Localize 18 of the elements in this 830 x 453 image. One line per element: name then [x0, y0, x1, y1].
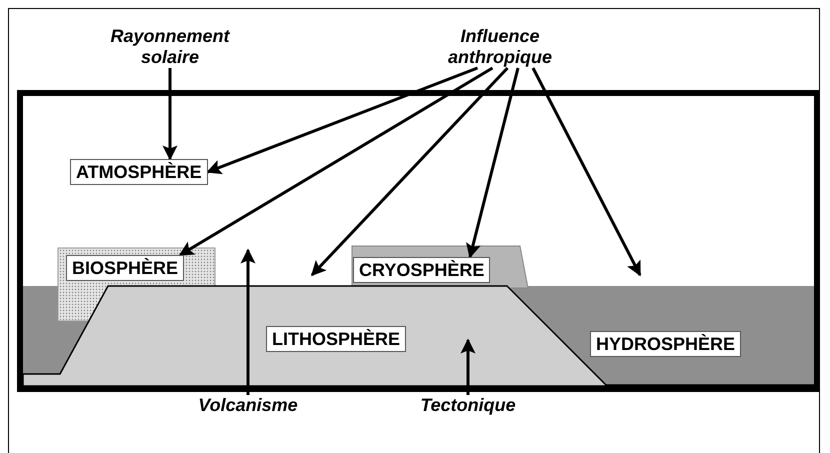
region-label: ATMOSPHÈRE	[70, 159, 208, 185]
arrow	[532, 67, 642, 276]
arrow	[206, 66, 478, 174]
arrow	[310, 66, 509, 276]
arrow	[178, 66, 494, 256]
caption-text: Influence anthropique	[425, 26, 575, 68]
arrow	[460, 338, 476, 395]
caption-text: Rayonnement solaire	[95, 26, 245, 68]
system-box	[17, 90, 820, 392]
caption-text: Tectonique	[393, 395, 543, 416]
arrow	[162, 68, 178, 160]
region-label: BIOSPHÈRE	[66, 255, 184, 281]
caption-text: Volcanisme	[173, 395, 323, 416]
region-label: LITHOSPHÈRE	[266, 326, 406, 352]
region-label: CRYOSPHÈRE	[353, 257, 490, 283]
arrow	[240, 248, 256, 395]
arrow	[466, 68, 520, 258]
region-label: HYDROSPHÈRE	[590, 331, 742, 357]
